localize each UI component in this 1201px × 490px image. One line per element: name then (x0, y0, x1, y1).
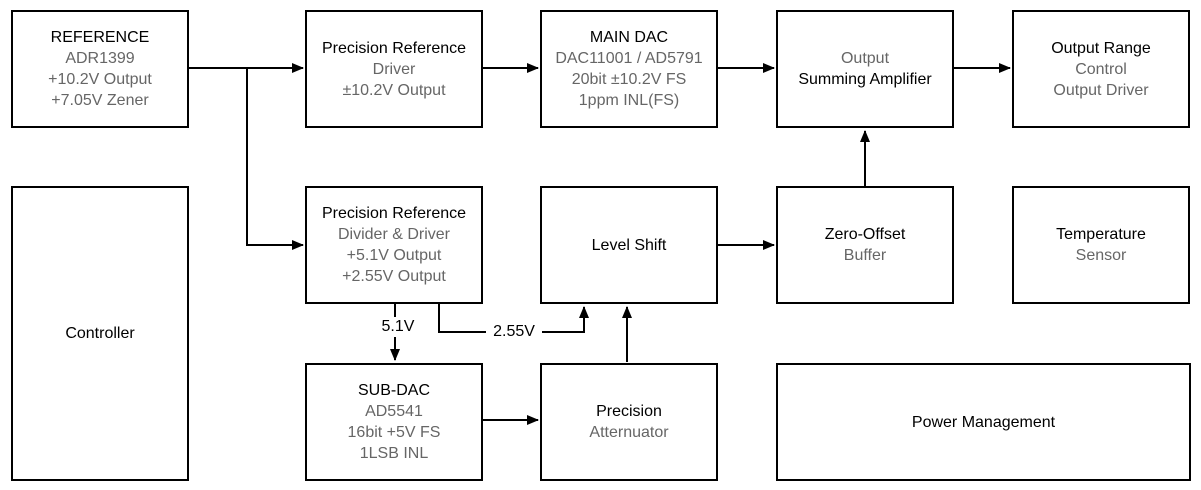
block-detail: 16bit +5V FS (347, 424, 441, 441)
block-title: Precision Reference (321, 205, 467, 222)
block-output-summing-amplifier: Output Summing Amplifier (776, 10, 954, 128)
block-title: MAIN DAC (589, 29, 669, 46)
block-title: REFERENCE (50, 29, 150, 46)
block-detail: 20bit ±10.2V FS (571, 71, 687, 88)
block-title: Controller (65, 325, 135, 342)
block-temperature-sensor: Temperature Sensor (1012, 186, 1190, 304)
block-detail: +2.55V Output (342, 268, 446, 285)
block-detail: Output (840, 50, 890, 67)
block-controller: Controller (11, 186, 189, 481)
block-detail: Driver (372, 60, 416, 78)
block-detail: ADR1399 (65, 50, 135, 67)
block-detail: ±10.2V Output (342, 81, 446, 99)
block-detail: Control (1075, 60, 1127, 78)
block-detail: Atternuator (589, 424, 669, 441)
connector-reference-to-divider (246, 68, 304, 250)
block-detail: 1LSB INL (359, 445, 429, 462)
block-title: Precision Reference (321, 39, 467, 57)
block-title: Temperature (1056, 226, 1146, 243)
edge-label-5.1v: 5.1V (372, 317, 424, 337)
edge-label-2.55v: 2.55V (486, 322, 542, 342)
block-zero-offset-buffer: Zero-Offset Buffer (776, 186, 954, 304)
block-detail: DAC11001 / AD5791 (555, 50, 703, 67)
block-output-range: Output Range Control Output Driver (1012, 10, 1190, 128)
block-precision-reference-divider: Precision Reference Divider & Driver +5.… (305, 186, 483, 304)
block-precision-reference-driver: Precision Reference Driver ±10.2V Output (305, 10, 483, 128)
block-reference: REFERENCE ADR1399 +10.2V Output +7.05V Z… (11, 10, 189, 128)
block-precision-attenuator: Precision Atternuator (540, 363, 718, 481)
block-level-shift: Level Shift (540, 186, 718, 304)
block-title: Power Management (911, 413, 1056, 431)
block-main-dac: MAIN DAC DAC11001 / AD5791 20bit ±10.2V … (540, 10, 718, 128)
block-detail: 1ppm INL(FS) (578, 92, 680, 109)
block-detail: +10.2V Output (48, 71, 152, 88)
block-detail: AD5541 (365, 403, 423, 420)
block-title: Summing Amplifier (798, 71, 932, 88)
block-title: Zero-Offset (824, 226, 906, 243)
block-title: Precision (596, 403, 662, 420)
block-detail: Sensor (1075, 247, 1127, 264)
block-detail: Buffer (843, 247, 887, 264)
block-detail: Divider & Driver (337, 226, 450, 243)
block-detail: Output Driver (1053, 81, 1149, 99)
block-title: Output Range (1051, 39, 1151, 57)
block-detail: +5.1V Output (346, 247, 442, 264)
block-power-management: Power Management (776, 363, 1191, 481)
block-detail: +7.05V Zener (51, 92, 149, 109)
block-sub-dac: SUB-DAC AD5541 16bit +5V FS 1LSB INL (305, 363, 483, 481)
block-title: Level Shift (591, 236, 667, 254)
block-title: SUB-DAC (357, 382, 430, 399)
